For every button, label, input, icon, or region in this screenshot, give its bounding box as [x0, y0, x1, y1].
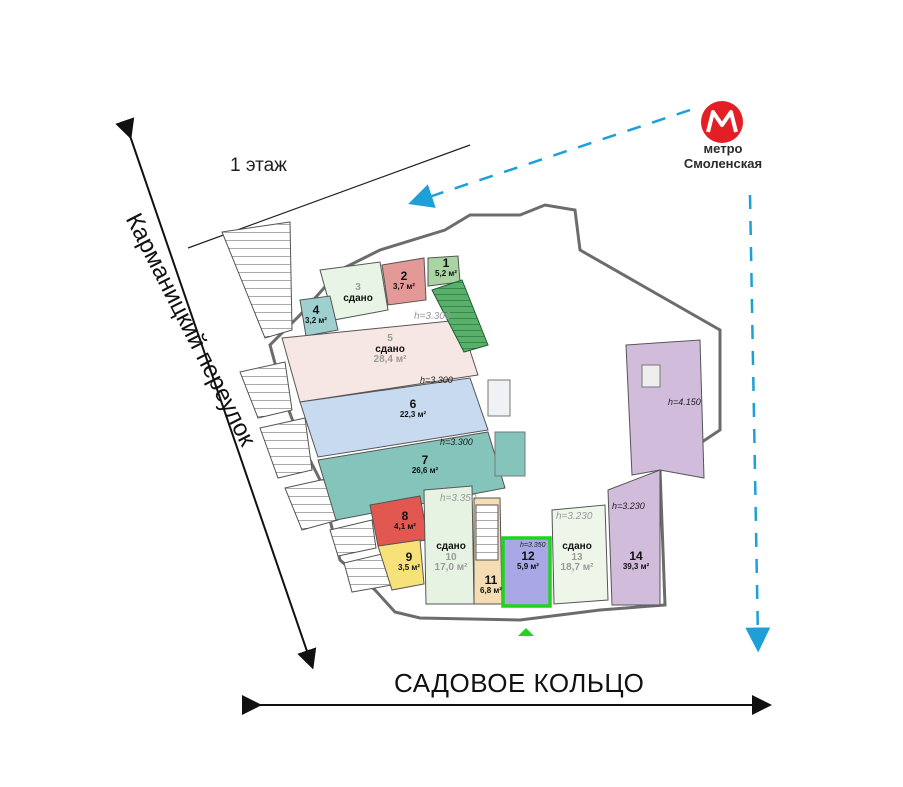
wc-block-3	[641, 364, 661, 388]
room-12-shape[interactable]	[501, 536, 552, 608]
room-10-area: 17,0 м²	[434, 562, 468, 573]
room-7-label[interactable]: 7 26,6 м²	[398, 454, 452, 475]
room-11-area: 6,8 м²	[480, 585, 502, 595]
room-10-status: сдано	[436, 541, 466, 552]
room-8-label[interactable]: 8 4,1 м²	[388, 510, 422, 531]
room-14-height-2: h=3.230	[612, 501, 645, 511]
room-10-number: 10	[445, 551, 457, 563]
metro-station-name: Смоленская	[683, 156, 763, 171]
room-9-label[interactable]: 9 3,5 м²	[392, 551, 426, 572]
room-3-label[interactable]: 3 сдано	[338, 282, 378, 304]
room-4-label[interactable]: 4 3,2 м²	[300, 304, 332, 325]
room-7-area: 26,6 м²	[411, 465, 439, 475]
room-9-shape[interactable]	[377, 539, 425, 591]
room-6-height: h=3.300	[420, 375, 453, 385]
wc-block-2	[494, 431, 526, 477]
room-5-status: сдано	[375, 343, 405, 355]
room-2-number: 2	[400, 269, 408, 283]
room-6-number: 6	[409, 397, 417, 411]
building-outline	[268, 203, 722, 622]
room-10-label[interactable]: сдано 10 17,0 м²	[428, 541, 474, 574]
room-14b-shape[interactable]	[625, 339, 705, 479]
room-1-number: 1	[442, 256, 450, 270]
room-14-height: h=4.150	[668, 397, 701, 407]
room-12-area: 5,9 м²	[517, 561, 539, 571]
room-13-number: 13	[571, 551, 583, 563]
side-street-arrow	[115, 117, 317, 670]
room-1-label[interactable]: 1 5,2 м²	[430, 257, 462, 278]
metro-word: метро	[703, 141, 743, 156]
room-3-number: 3	[355, 282, 361, 293]
room-9-number: 9	[405, 550, 413, 564]
room-3-status: сдано	[343, 292, 373, 304]
room-8-area: 4,1 м²	[394, 521, 416, 531]
room-5-label[interactable]: 5 сдано 28,4 м²	[360, 333, 420, 366]
room-14a-shape[interactable]	[607, 469, 661, 606]
street-sadovoe: САДОВОЕ КОЛЬЦО	[394, 668, 645, 698]
room-11-number: 11	[484, 573, 498, 587]
room-1-area: 5,2 м²	[435, 268, 457, 278]
room-6-area: 22,3 м²	[399, 409, 427, 419]
room-12-height: h=3.350	[520, 542, 546, 549]
room-11-label[interactable]: 11 6,8 м²	[474, 574, 508, 595]
room-5-height: h=3.300	[414, 311, 451, 322]
room-7-height: h=3.300	[440, 437, 473, 447]
room-2-shape[interactable]	[381, 257, 427, 306]
green-staircase	[431, 279, 489, 353]
room-14-label[interactable]: 14 39,3 м²	[612, 550, 660, 571]
room-5-area: 28,4 м²	[373, 354, 407, 365]
room-13-height: h=3.230	[556, 511, 593, 522]
room-5-shape[interactable]	[281, 319, 479, 403]
room-10-height: h=3.350	[440, 493, 477, 504]
room-4-shape[interactable]	[299, 295, 339, 337]
room-13-area: 18,7 м²	[560, 562, 594, 573]
room-14-area: 39,3 м²	[622, 561, 650, 571]
room-12-number: 12	[521, 549, 535, 563]
metro-route-right	[745, 194, 771, 653]
wc-block-1	[487, 379, 511, 417]
room-4-number: 4	[312, 303, 320, 317]
room-9-area: 3,5 м²	[398, 562, 420, 572]
room-13-shape[interactable]	[551, 504, 609, 605]
room-2-label[interactable]: 2 3,7 м²	[388, 270, 420, 291]
room-8-number: 8	[401, 509, 409, 523]
room-5-number: 5	[387, 333, 393, 344]
room-13-status: сдано	[562, 541, 592, 552]
stairs-room-11	[475, 504, 499, 561]
room-4-area: 3,2 м²	[305, 315, 327, 325]
floor-label: 1 этаж	[230, 155, 287, 176]
room-13-label[interactable]: сдано 13 18,7 м²	[552, 541, 602, 574]
metro-m-glyph	[706, 110, 738, 133]
room-7-shape[interactable]	[317, 431, 506, 521]
room-2-area: 3,7 м²	[393, 281, 415, 291]
room-14-number: 14	[629, 549, 643, 563]
metro-route-upper	[408, 108, 691, 208]
entrance-marker-icon	[518, 628, 534, 636]
room-6-label[interactable]: 6 22,3 м²	[388, 398, 438, 419]
room-12-label[interactable]: 12 5,9 м²	[506, 550, 550, 571]
room-7-number: 7	[421, 453, 429, 467]
room-6-shape[interactable]	[299, 377, 489, 458]
